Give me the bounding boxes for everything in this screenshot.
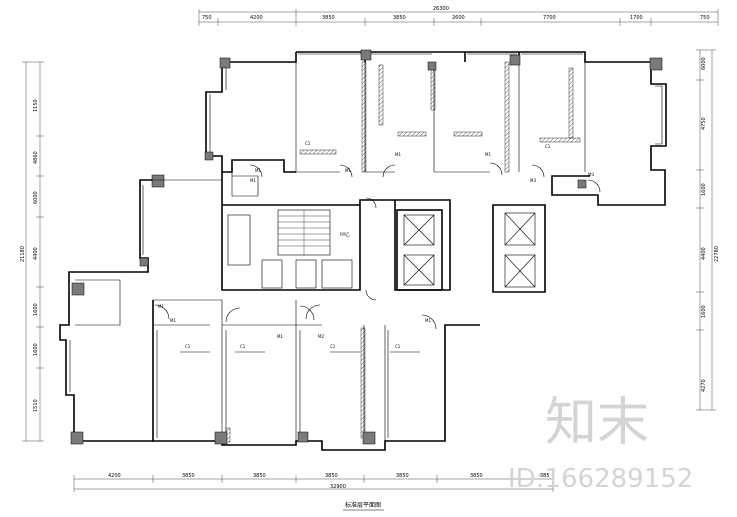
- dim-left-seg: 1150: [33, 99, 39, 112]
- dim-right-seg: 4750: [701, 117, 707, 130]
- stair-label: FM乙: [340, 231, 350, 237]
- dim-right-total: 22780: [714, 246, 720, 262]
- dim-bottom-seg: 3850: [396, 473, 409, 479]
- dim-bottom-seg: 3850: [182, 473, 195, 479]
- dim-bottom-seg: 3850: [253, 473, 266, 479]
- watermark: 知末 ID:166289152: [508, 393, 693, 494]
- window-tag: C1: [305, 141, 311, 146]
- door-tag: M1: [425, 318, 431, 323]
- dim-right-seg: 1600: [701, 305, 707, 318]
- dim-top-seg: 750: [202, 15, 212, 21]
- lower-units-outline: [152, 299, 480, 451]
- window-tag: C1: [185, 344, 191, 349]
- door-tag: M1: [485, 152, 491, 157]
- dim-bottom-seg: 385: [540, 473, 550, 479]
- dim-bottom-seg: 3850: [470, 473, 483, 479]
- dim-right-seg: 6000: [701, 57, 707, 70]
- dim-bottom-total: 32900: [330, 484, 346, 490]
- columns-upper: [151, 49, 663, 189]
- door-tag: M1: [255, 168, 261, 173]
- dim-top-seg: 1700: [630, 15, 643, 21]
- door-tag: M1: [158, 304, 164, 309]
- dim-top-seg: 7700: [543, 15, 556, 21]
- dim-right-seg: 4400: [701, 247, 707, 260]
- west-unit-outline: [59, 179, 222, 445]
- dim-left-seg: 4400: [33, 247, 39, 260]
- door-swings: [154, 162, 601, 330]
- left-dimension-chain: 21180 1150 4860 6000 4400 1600 1600 1510: [20, 61, 44, 442]
- door-tag: M3: [588, 172, 594, 177]
- door-tag: M1: [277, 334, 283, 339]
- dim-left-seg: 1510: [33, 399, 39, 412]
- dim-top-seg: 3850: [393, 15, 406, 21]
- door-tag: M1: [250, 178, 256, 183]
- upper-units-outline: [205, 51, 667, 206]
- room-tags: M1 M1 M2 M1 M1 M1 M1 M1 M3 M3 M1 M1 C1 C…: [158, 141, 594, 349]
- door-tag: M1: [170, 318, 176, 323]
- dim-top-total: 26300: [433, 6, 449, 12]
- door-tag: M1: [345, 168, 351, 173]
- dim-bottom-seg: 3850: [325, 473, 338, 479]
- core-stairs: [221, 172, 451, 291]
- elevators-right: [492, 204, 546, 293]
- dim-top-seg: 3850: [322, 15, 335, 21]
- door-tag: M2: [318, 334, 324, 339]
- watermark-logo: 知末: [545, 393, 649, 453]
- window-tag: C1: [395, 344, 401, 349]
- window-tag: C1: [330, 344, 336, 349]
- dim-left-seg: 1600: [33, 303, 39, 316]
- elevators-left: [396, 209, 443, 291]
- door-tag: M1: [395, 152, 401, 157]
- dim-left-seg: 4860: [33, 151, 39, 164]
- bottom-dimension-chain: 4200 3850 3850 3850 3850 3850 385 32900: [73, 473, 554, 492]
- plan-title: 标准层平面图: [345, 501, 381, 509]
- dim-left-total: 21180: [20, 246, 26, 262]
- door-tag: M3: [530, 178, 536, 183]
- plan-title-group: 标准层平面图: [343, 501, 384, 511]
- wall-hatches-upper: [299, 61, 581, 173]
- dim-left-seg: 1600: [33, 343, 39, 356]
- right-dimension-chain: 22780 6000 4750 1600 4400 1600 4270: [696, 49, 720, 411]
- dim-right-seg: 4270: [701, 379, 707, 392]
- dim-top-seg: 750: [700, 15, 710, 21]
- top-dimension-chain: 26300 750 4200 3850 3850 2600 7700 1700 …: [198, 6, 719, 26]
- window-tag: C1: [545, 144, 551, 149]
- dim-bottom-seg: 4200: [108, 473, 121, 479]
- dim-top-seg: 2600: [452, 15, 465, 21]
- window-tag: C1: [240, 344, 246, 349]
- dim-left-seg: 6000: [33, 191, 39, 204]
- watermark-id: ID:166289152: [508, 464, 693, 494]
- dim-right-seg: 1600: [701, 183, 707, 196]
- dim-top-seg: 4200: [250, 15, 263, 21]
